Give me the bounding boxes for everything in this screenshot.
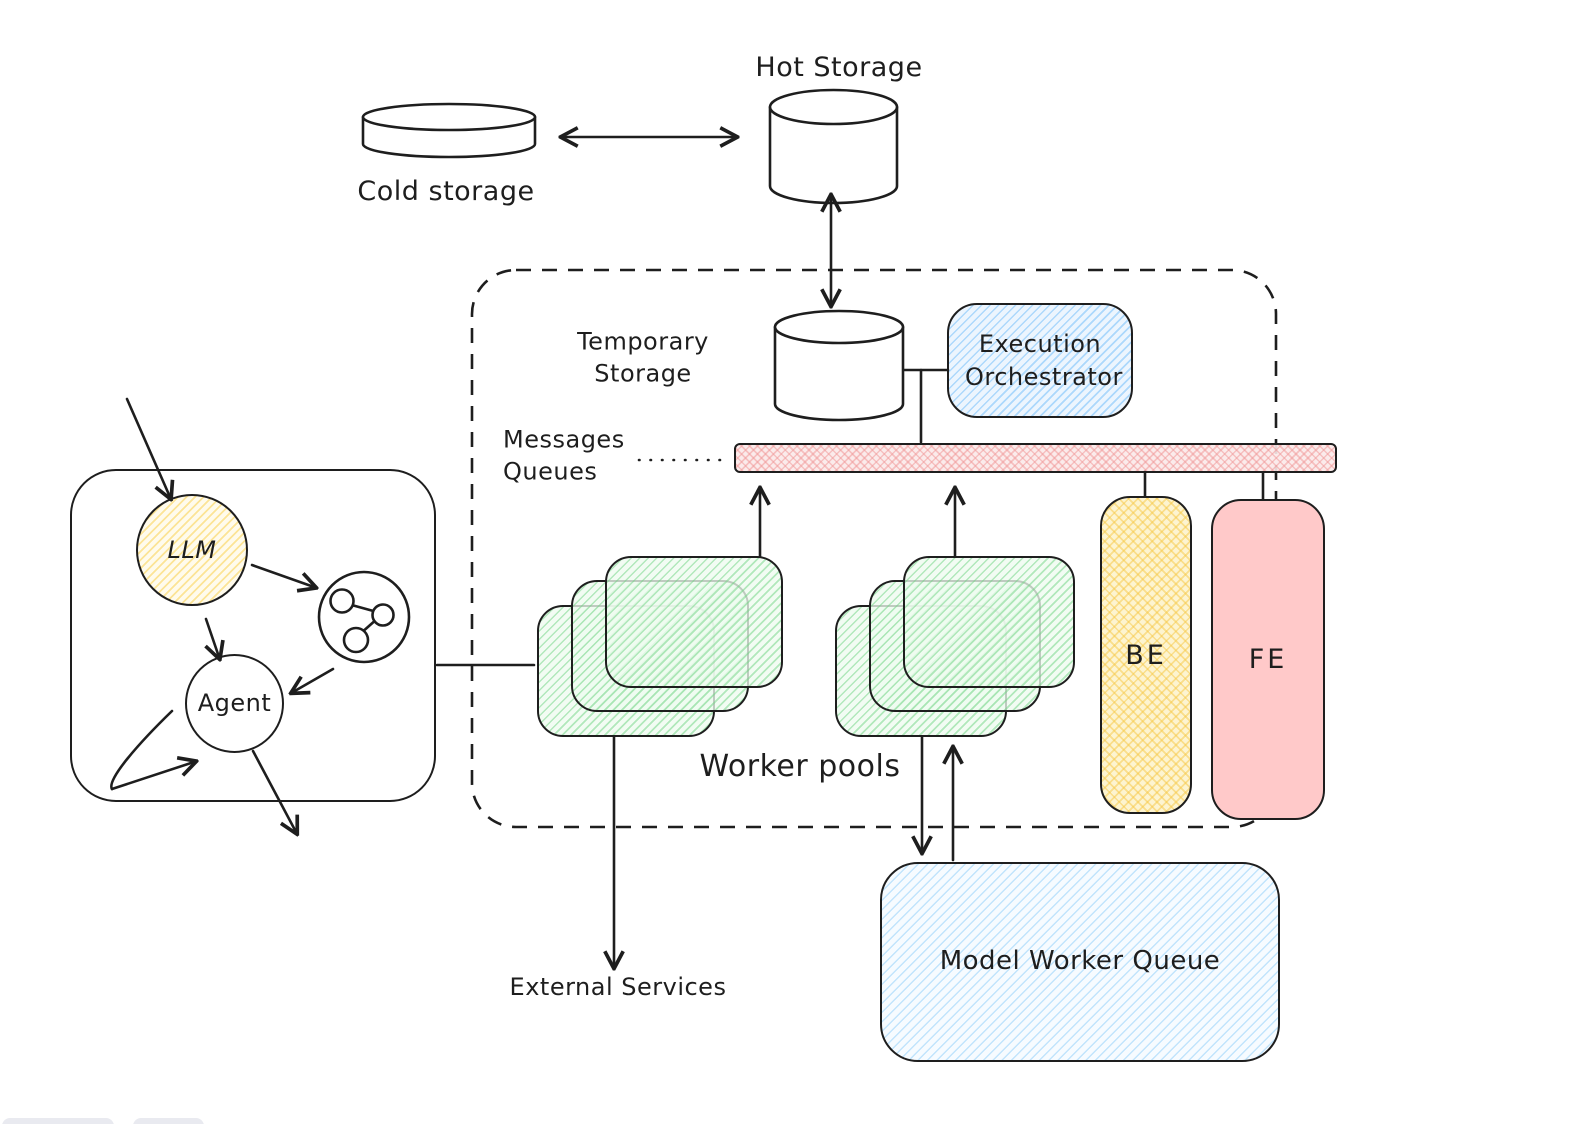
agent-node[interactable]: Agent [185, 654, 284, 753]
backend-label: BE [1125, 639, 1167, 671]
external-services-label[interactable]: External Services [509, 973, 727, 1002]
model-worker-queue-box[interactable]: Model Worker Queue [880, 862, 1280, 1062]
llm-node[interactable]: LLM [136, 494, 248, 606]
agent-system-box[interactable] [70, 469, 436, 802]
frontend-label: FE [1248, 644, 1288, 675]
temporary-storage-label[interactable]: Temporary Storage [577, 327, 709, 387]
model-worker-queue-label: Model Worker Queue [939, 946, 1221, 977]
zoom-toolbar-stub[interactable] [2, 1118, 114, 1124]
frontend-service-box[interactable]: FE [1211, 499, 1325, 820]
messages-queues-label[interactable]: Messages Queues [503, 425, 625, 485]
cold-storage-label[interactable]: Cold storage [357, 176, 535, 208]
execution-orchestrator-box[interactable]: Execution Orchestrator [947, 303, 1133, 418]
worker-pools-label[interactable]: Worker pools [699, 749, 901, 785]
undo-redo-toolbar-stub[interactable] [133, 1118, 204, 1124]
worker-card[interactable] [605, 556, 783, 688]
messages-queue-bar[interactable] [734, 443, 1337, 473]
hot-storage-label[interactable]: Hot Storage [755, 52, 923, 84]
llm-label: LLM [167, 535, 217, 564]
backend-service-box[interactable]: BE [1100, 496, 1192, 814]
worker-card[interactable] [903, 556, 1075, 688]
execution-orchestrator-label: Execution Orchestrator [965, 330, 1123, 391]
agent-label: Agent [197, 689, 272, 718]
